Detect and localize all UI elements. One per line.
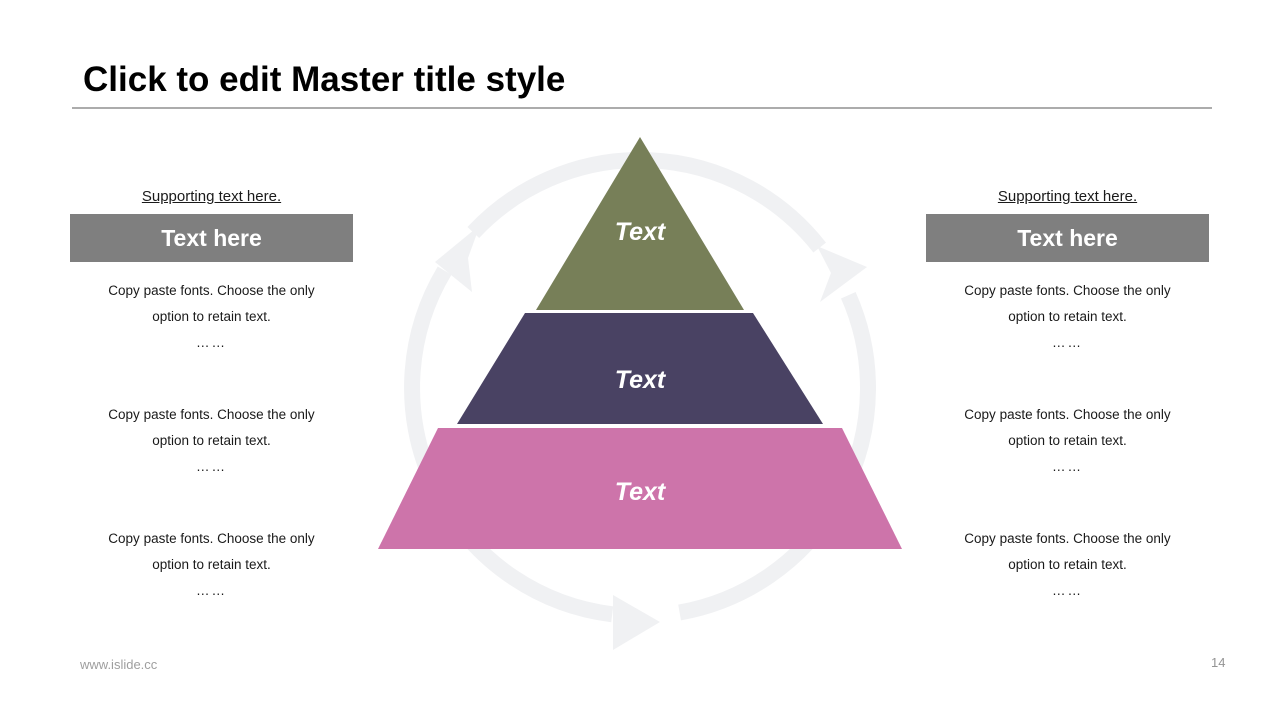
- text-block-line: Copy paste fonts. Choose the only: [964, 531, 1171, 546]
- cycle-arrowhead-right-icon: [817, 246, 867, 302]
- pyramid-level-top[interactable]: [536, 137, 744, 310]
- pyramid-level-bottom[interactable]: [378, 428, 902, 549]
- text-block[interactable]: Copy paste fonts. Choose the only option…: [926, 402, 1209, 480]
- footer-url: www.islide.cc: [80, 657, 158, 672]
- pyramid-label-top[interactable]: Text: [615, 218, 667, 246]
- text-block-line: option to retain text.: [152, 433, 271, 448]
- text-block-line: option to retain text.: [1008, 557, 1127, 572]
- text-block-line: option to retain text.: [152, 309, 271, 324]
- text-block-line: option to retain text.: [1008, 433, 1127, 448]
- pyramid-level-middle[interactable]: [457, 313, 823, 424]
- text-block[interactable]: Copy paste fonts. Choose the only option…: [70, 402, 353, 480]
- text-block-line: Copy paste fonts. Choose the only: [108, 407, 315, 422]
- panel-right: Supporting text here. Text here Copy pas…: [926, 188, 1209, 650]
- text-block-line: Copy paste fonts. Choose the only: [964, 283, 1171, 298]
- title-underline: [72, 107, 1212, 109]
- text-block-line: Copy paste fonts. Choose the only: [108, 283, 315, 298]
- panel-left: Supporting text here. Text here Copy pas…: [70, 188, 353, 650]
- ellipsis: ……: [196, 335, 227, 350]
- text-block-line: option to retain text.: [152, 557, 271, 572]
- text-here-bar[interactable]: Text here: [70, 214, 353, 262]
- slide-title[interactable]: Click to edit Master title style: [83, 60, 566, 99]
- text-block-line: option to retain text.: [1008, 309, 1127, 324]
- ellipsis: ……: [1052, 583, 1083, 598]
- pyramid-label-middle[interactable]: Text: [615, 366, 667, 394]
- ellipsis: ……: [1052, 459, 1083, 474]
- ellipsis: ……: [1052, 335, 1083, 350]
- cycle-arrowhead-bottom-icon: [613, 595, 660, 650]
- text-block[interactable]: Copy paste fonts. Choose the only option…: [70, 526, 353, 604]
- supporting-text[interactable]: Supporting text here.: [141, 188, 282, 205]
- text-block[interactable]: Copy paste fonts. Choose the only option…: [926, 278, 1209, 356]
- text-block[interactable]: Copy paste fonts. Choose the only option…: [70, 278, 353, 356]
- ellipsis: ……: [196, 459, 227, 474]
- supporting-text[interactable]: Supporting text here.: [997, 188, 1138, 205]
- ellipsis: ……: [196, 583, 227, 598]
- text-here-bar[interactable]: Text here: [926, 214, 1209, 262]
- text-block-line: Copy paste fonts. Choose the only: [108, 531, 315, 546]
- page-number: 14: [1211, 655, 1226, 670]
- text-block-line: Copy paste fonts. Choose the only: [964, 407, 1171, 422]
- cycle-arrowhead-top-left-icon: [435, 225, 480, 292]
- text-block[interactable]: Copy paste fonts. Choose the only option…: [926, 526, 1209, 604]
- pyramid-label-bottom[interactable]: Text: [615, 478, 667, 506]
